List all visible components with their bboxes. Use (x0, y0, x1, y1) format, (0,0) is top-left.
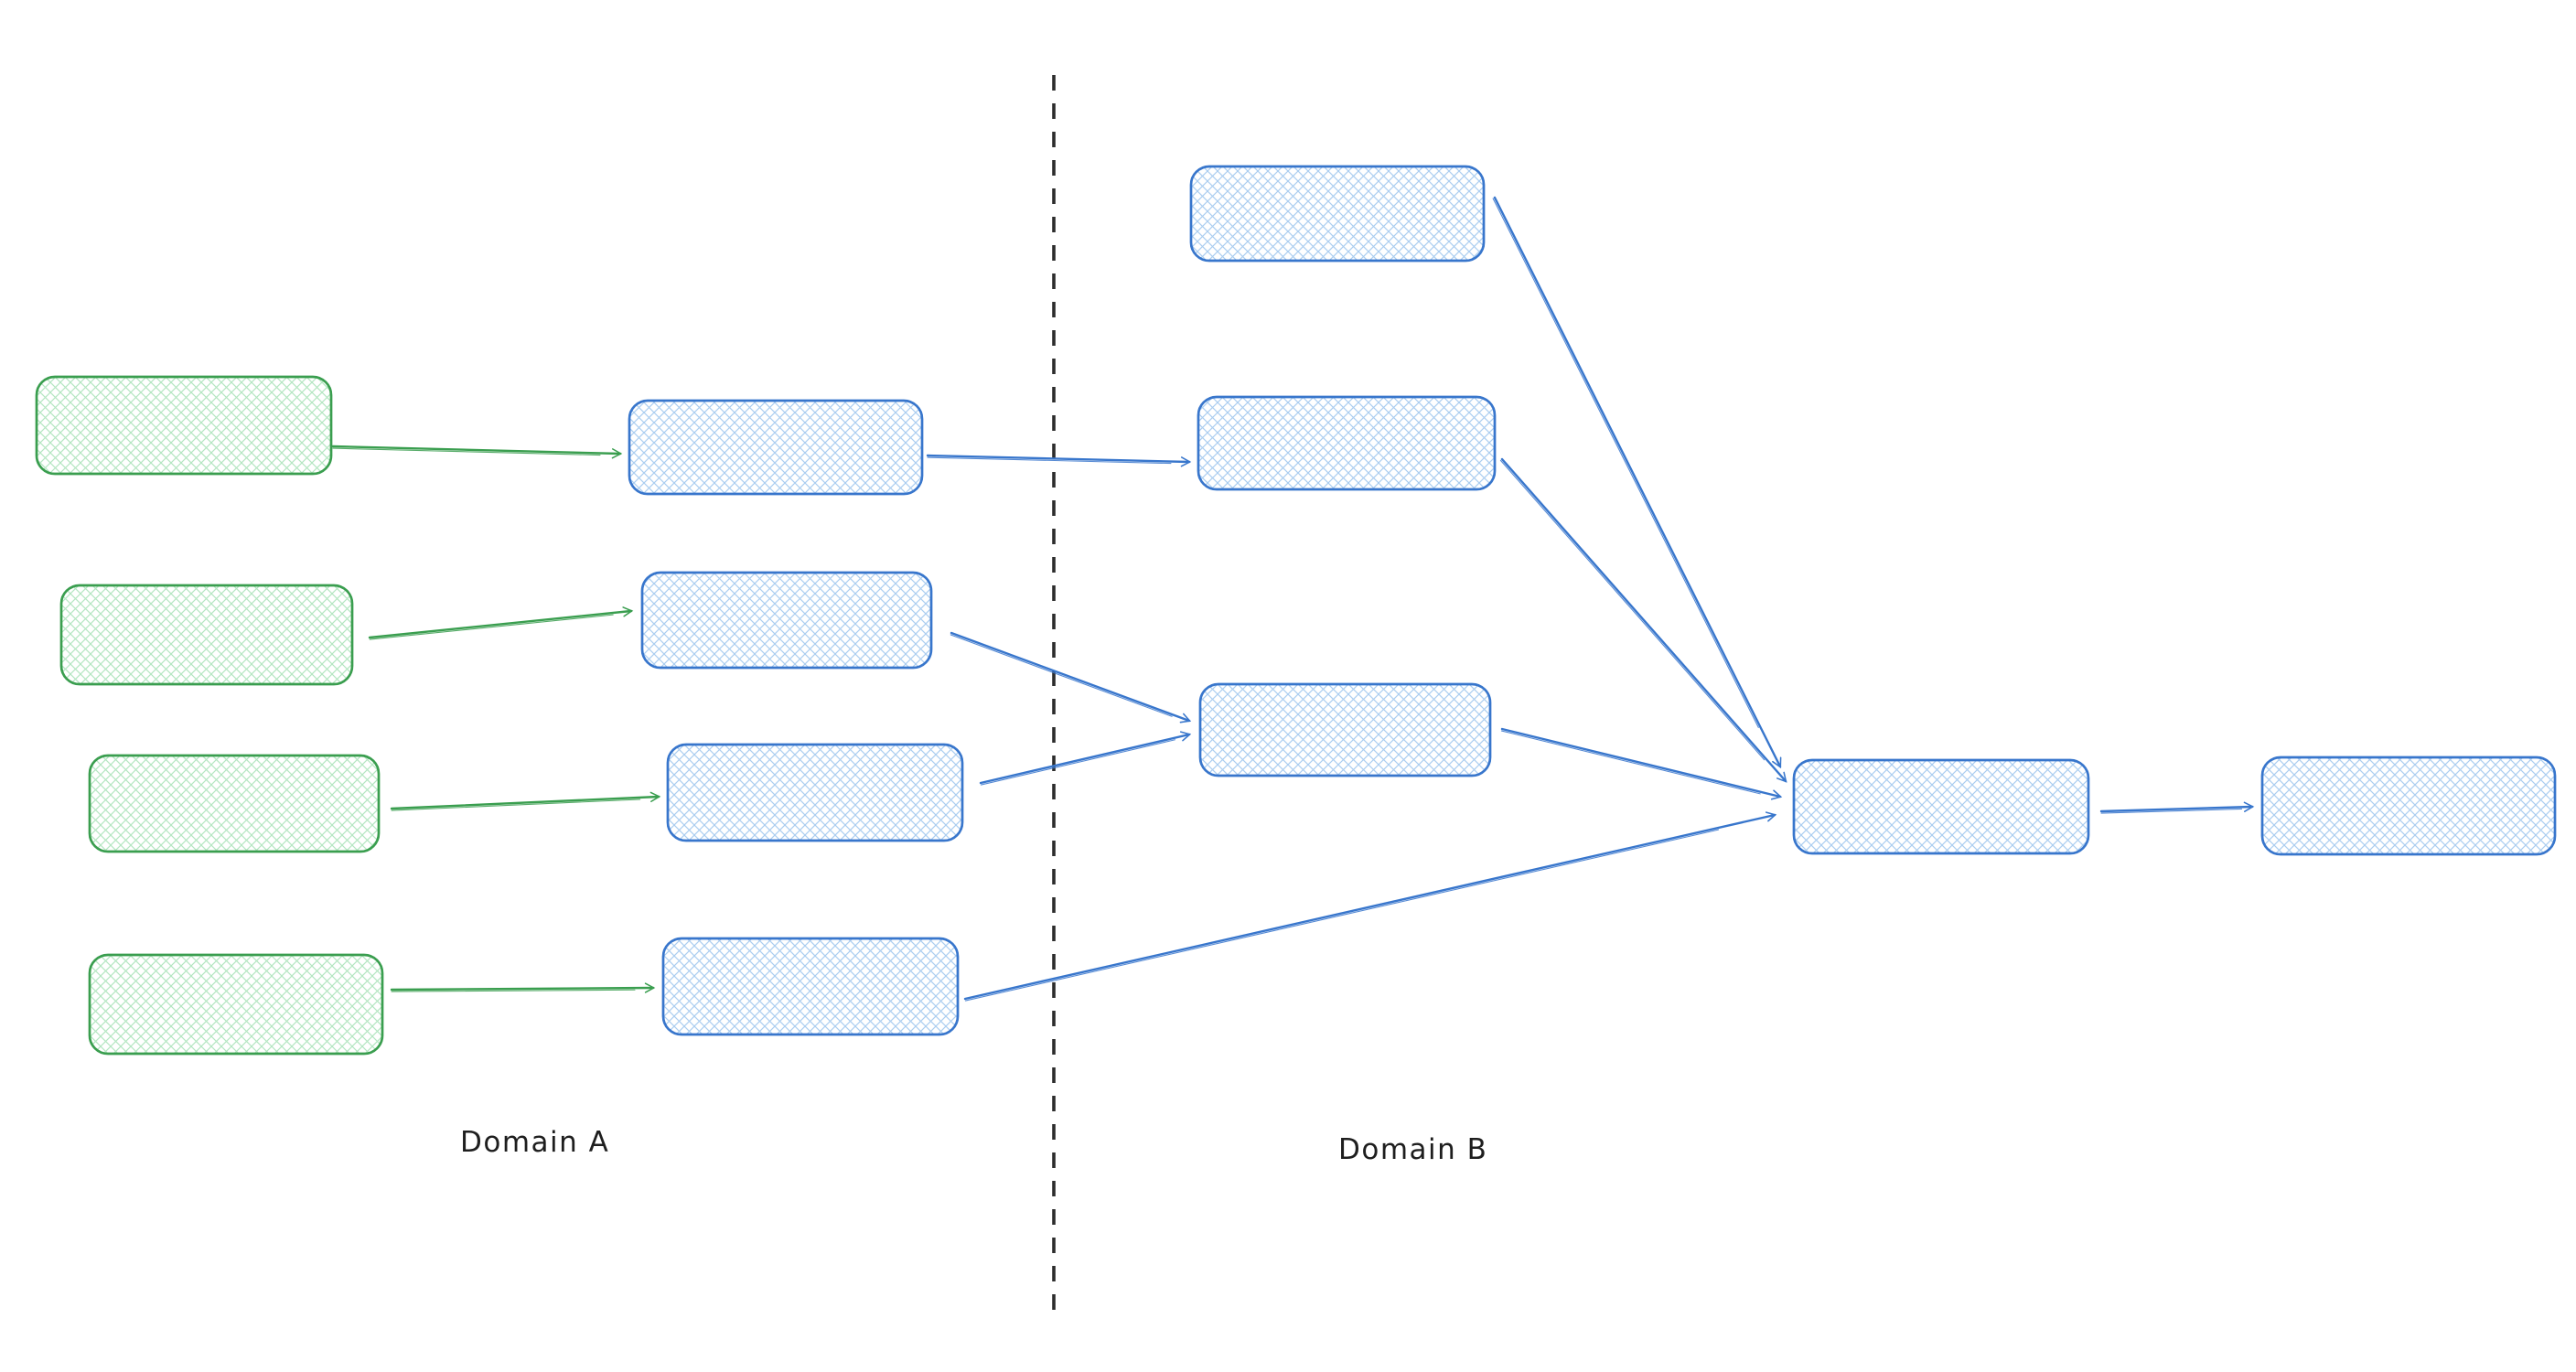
edge-twin-input2-to-merge (1499, 459, 1766, 761)
node-domain-b-input-3 (1198, 682, 1492, 777)
edge-input1-to-merge (1493, 196, 1782, 769)
edge-twin-input3-to-merge (1500, 730, 1761, 795)
node-domain-b-input-1 (1189, 165, 1486, 263)
edge-stage2-to-input3 (950, 631, 1192, 724)
edge-twin-source2-to-stage2 (369, 614, 614, 640)
node-domain-b-output (2260, 756, 2557, 856)
edge-source2-to-stage2 (368, 606, 634, 639)
edge-stage4-to-merge (963, 811, 1777, 1001)
edge-twin-stage2-to-input3 (950, 634, 1173, 717)
edge-twin-stage1-to-input2 (927, 456, 1172, 465)
edge-merge-to-output (2099, 801, 2255, 813)
node-domain-a-stage-3 (666, 743, 964, 842)
node-domain-a-stage-1 (628, 399, 924, 496)
edge-stage1-to-input2 (926, 454, 1192, 467)
edge-twin-source4-to-stage4 (391, 989, 636, 992)
edge-source3-to-stage3 (390, 791, 661, 810)
edge-twin-merge-to-output (2100, 808, 2243, 814)
edge-twin-stage4-to-merge (964, 829, 1720, 1002)
edge-source4-to-stage4 (390, 982, 656, 993)
edge-twin-source3-to-stage3 (391, 799, 641, 811)
edge-input2-to-merge (1500, 457, 1787, 783)
node-domain-a-source-3 (88, 754, 381, 853)
edge-source1-to-stage1 (331, 445, 623, 459)
node-domain-a-source-4 (88, 953, 384, 1056)
node-domain-a-source-1 (35, 375, 333, 476)
edges-layer (331, 196, 2255, 1002)
node-domain-b-input-2 (1197, 395, 1497, 491)
edge-twin-stage3-to-input3 (980, 739, 1176, 786)
domain-b-label: Domain B (1338, 1133, 1488, 1166)
node-domain-a-stage-4 (661, 937, 960, 1036)
nodes-layer (35, 165, 2557, 1056)
node-domain-b-merge (1792, 758, 2090, 855)
domain-a-label: Domain A (460, 1126, 610, 1159)
node-domain-a-stage-2 (640, 571, 933, 670)
edge-twin-input1-to-merge (1492, 198, 1759, 728)
edge-twin-source1-to-stage1 (332, 447, 601, 456)
edge-input3-to-merge (1500, 727, 1783, 800)
node-domain-a-source-2 (59, 584, 354, 686)
edge-stage3-to-input3 (979, 731, 1192, 785)
